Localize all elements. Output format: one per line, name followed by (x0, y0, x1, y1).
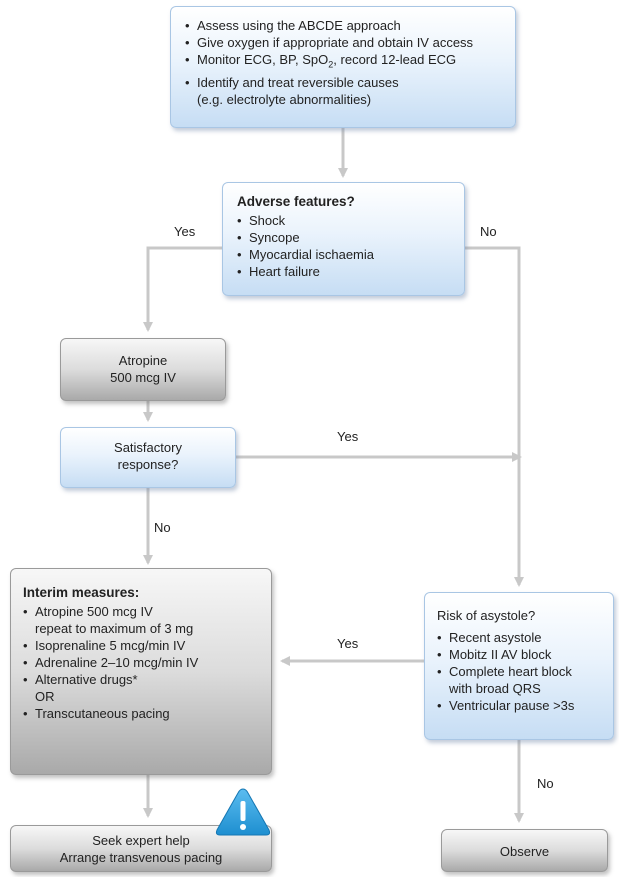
adverse-item-heart-failure: Heart failure (237, 263, 456, 280)
risk-of-asystole-box: Risk of asystole? Recent asystole Mobitz… (424, 592, 614, 740)
satisfactory-line-2: response? (117, 457, 179, 472)
assess-box: Assess using the ABCDE approach Give oxy… (170, 6, 516, 128)
risk-item-mobitz: Mobitz II AV block (437, 646, 607, 663)
label-satisfactory-yes: Yes (337, 429, 359, 444)
adverse-features-title: Adverse features? (237, 194, 355, 209)
interim-item-alternative: Alternative drugs* (23, 671, 263, 688)
satisfactory-response-box: Satisfactory response? (60, 427, 236, 488)
observe-box: Observe (441, 829, 608, 872)
assess-reversible-example: (e.g. electrolyte abnormalities) (197, 91, 372, 107)
adverse-item-shock: Shock (237, 212, 456, 229)
risk-item-recent-asystole: Recent asystole (437, 629, 607, 646)
interim-or-label: OR (35, 689, 55, 704)
observe-label: Observe (499, 844, 550, 859)
atropine-line-2: 500 mcg IV (110, 370, 176, 385)
risk-item-ventricular-pause: Ventricular pause >3s (437, 697, 607, 714)
assess-item-monitor: Monitor ECG, BP, SpO2, record 12-lead EC… (185, 51, 507, 74)
risk-title: Risk of asystole? (437, 608, 536, 623)
label-risk-yes: Yes (337, 636, 359, 651)
label-adverse-no: No (480, 224, 497, 239)
adverse-features-box: Adverse features? Shock Syncope Myocardi… (222, 182, 465, 296)
risk-item-complete-block: Complete heart block with broad QRS (437, 663, 607, 697)
adverse-item-syncope: Syncope (237, 229, 456, 246)
interim-item-adrenaline: Adrenaline 2–10 mcg/min IV (23, 654, 263, 671)
atropine-line-1: Atropine (118, 353, 168, 368)
assess-item-oxygen: Give oxygen if appropriate and obtain IV… (185, 34, 507, 51)
interim-measures-box: Interim measures: Atropine 500 mcg IV re… (10, 568, 272, 775)
warning-icon (215, 788, 271, 836)
satisfactory-line-1: Satisfactory (114, 440, 182, 455)
assess-item-abcde: Assess using the ABCDE approach (185, 17, 507, 34)
label-risk-no: No (537, 776, 554, 791)
assess-item-reversible: Identify and treat reversible causes (185, 74, 507, 91)
label-satisfactory-no: No (154, 520, 171, 535)
interim-item-pacing: Transcutaneous pacing (23, 705, 263, 722)
adverse-item-ischaemia: Myocardial ischaemia (237, 246, 456, 263)
expert-line-1: Seek expert help (92, 833, 190, 848)
expert-line-2: Arrange transvenous pacing (59, 850, 223, 865)
label-adverse-yes: Yes (174, 224, 196, 239)
arrow-adverse-yes (143, 246, 222, 332)
arrow-adverse-no (465, 246, 524, 587)
interim-item-isoprenaline: Isoprenaline 5 mcg/min IV (23, 637, 263, 654)
atropine-box: Atropine 500 mcg IV (60, 338, 226, 401)
interim-measures-title: Interim measures: (23, 585, 140, 600)
interim-item-atropine: Atropine 500 mcg IV repeat to maximum of… (23, 603, 263, 637)
